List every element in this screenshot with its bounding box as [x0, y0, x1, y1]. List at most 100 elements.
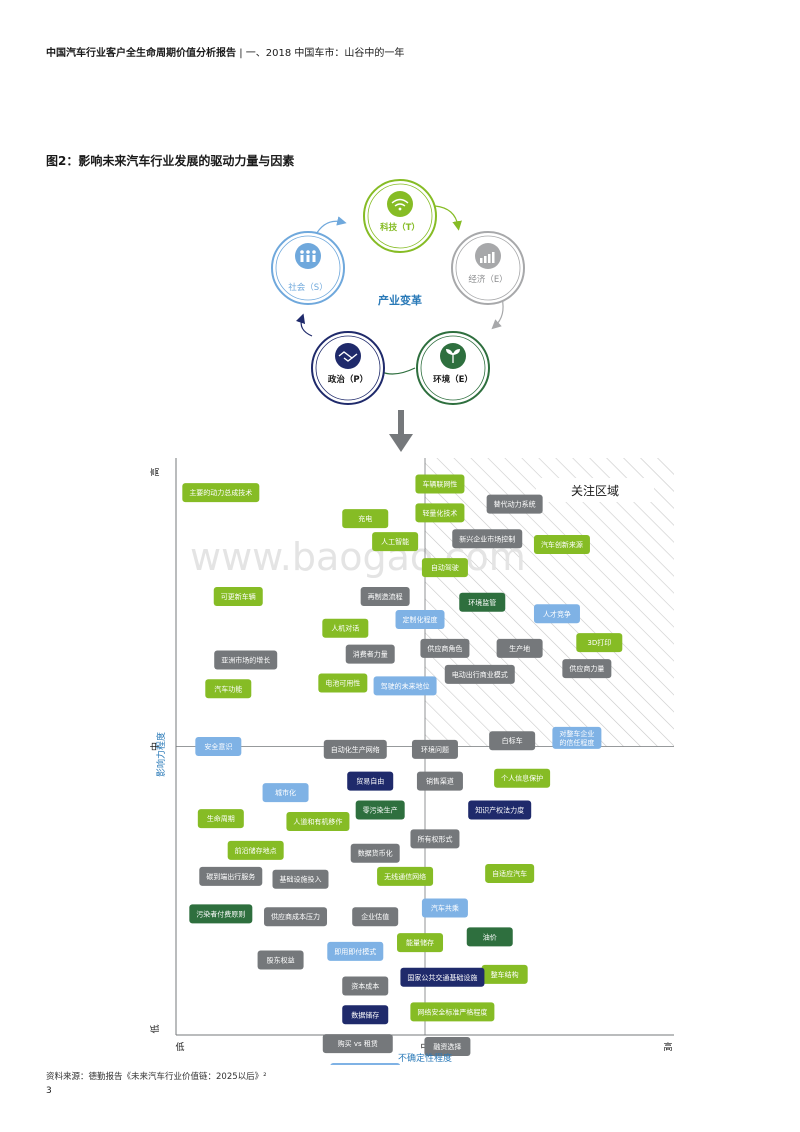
- factor-point: 替代动力系统: [486, 494, 543, 514]
- factor-box: [318, 673, 368, 693]
- factor-box: [576, 633, 623, 653]
- factor-point: 融资选择: [424, 1037, 471, 1057]
- factor-box: [481, 964, 528, 984]
- factor-label: 电池可用性: [325, 679, 360, 688]
- factor-label: 自动驾驶: [431, 563, 459, 572]
- factor-point: 人工智能: [372, 532, 419, 552]
- factor-point: 基础设施投入: [272, 869, 329, 889]
- factor-point: 油价: [466, 927, 513, 947]
- cycle-node-politics: 政治（P）: [311, 331, 385, 405]
- factor-box: [322, 618, 369, 638]
- factor-box: [342, 976, 389, 996]
- cycle-node-tech: 科技（T）: [363, 179, 437, 253]
- x-axis-label: 不确定性程度: [398, 1052, 452, 1064]
- factor-label: 车辆联网性: [422, 479, 457, 488]
- factor-label: 人工智能: [381, 537, 409, 546]
- factor-point: 能量储存: [397, 933, 444, 953]
- factor-label: 轻量化技术: [422, 508, 457, 517]
- factor-box: [468, 800, 532, 820]
- factor-box: [372, 532, 419, 552]
- factor-point: 驾驶的未来地位: [373, 676, 437, 696]
- factor-point: 定制化程度: [395, 610, 445, 630]
- factor-point: 自动驾驶: [421, 558, 468, 578]
- factor-point: 充电: [342, 509, 389, 529]
- factor-label: 主要的动力总成技术: [189, 488, 252, 497]
- factor-point: 自动化生产网络: [323, 739, 387, 759]
- source-note: 资料来源：德勤报告《未来汽车行业价值链：2025以后》²: [46, 1072, 267, 1082]
- factor-label: 股东权益: [267, 955, 295, 964]
- transition-arrow-icon: [389, 410, 413, 452]
- factor-box: [205, 679, 252, 699]
- factor-label: 个人信息保护: [501, 774, 543, 783]
- factor-point: 汽车共乘: [421, 898, 468, 918]
- factor-label: 驾驶的未来地位: [381, 681, 430, 690]
- factor-point: 供应商成本压力: [264, 907, 328, 927]
- factor-box: [444, 664, 515, 684]
- factor-point: 前沿储存地点: [227, 840, 284, 860]
- factor-box: [486, 494, 543, 514]
- factor-box: [533, 604, 580, 624]
- factor-box: [342, 1005, 389, 1025]
- factor-box: [452, 529, 523, 549]
- factor-point: 数据储存: [342, 1005, 389, 1025]
- factor-label: 整车结构: [491, 970, 519, 979]
- factor-label: 前沿储存地点: [235, 846, 277, 855]
- factor-label: 所有权形式: [417, 834, 452, 843]
- people-icon: [300, 250, 316, 262]
- factor-box: [466, 927, 513, 947]
- factor-point: 个人信息保护: [494, 768, 551, 788]
- factor-label: 无线通信网络: [384, 872, 426, 881]
- page-number: 3: [46, 1086, 52, 1096]
- factor-label: 能量储存: [406, 938, 434, 947]
- factor-label: 供应商成本压力: [271, 912, 320, 921]
- factor-point: 所有权形式: [410, 829, 460, 849]
- factor-point: 人道和有机移作: [286, 812, 350, 832]
- cycle-center-label: 产业变革: [378, 293, 422, 307]
- cycle-node-society: 社会（S）: [271, 231, 345, 305]
- factor-label: 的信任程度: [559, 738, 594, 747]
- factor-point: 无线通信网络: [377, 866, 434, 886]
- factor-point: 安全意识: [195, 737, 242, 756]
- y-tick-label: 中: [149, 742, 161, 751]
- x-tick-label: 高: [663, 1041, 672, 1053]
- cycle-label-politics: 政治（P）: [328, 374, 368, 385]
- factor-label: 替代动力系统: [494, 500, 536, 509]
- factor-box: [182, 483, 260, 503]
- factor-point: 汽车功能: [205, 679, 252, 699]
- cycle-label-society: 社会（S）: [288, 282, 327, 293]
- factor-point: 碳到端出行服务: [199, 866, 263, 886]
- factor-box: [400, 967, 485, 987]
- factor-box: [421, 558, 468, 578]
- factor-point: 即用即付模式: [327, 941, 384, 961]
- factor-box: [485, 863, 535, 883]
- factor-label: 消费者力量: [353, 650, 388, 659]
- factor-point: 城市化: [262, 783, 309, 803]
- factor-label: 3D打印: [587, 638, 611, 647]
- factor-label: 购买 vs 租赁: [338, 1039, 378, 1048]
- factor-label: 可更新车辆: [221, 592, 256, 601]
- factor-label: 环境问题: [421, 745, 449, 754]
- factor-point: 资本成本: [342, 976, 389, 996]
- factor-box: [227, 840, 284, 860]
- factor-box: [213, 586, 263, 606]
- focus-area-label: 关注区域: [571, 483, 619, 498]
- factor-label: 城市化: [275, 788, 296, 797]
- factor-box: [395, 610, 445, 630]
- wifi-icon: [391, 198, 409, 207]
- factor-box: [397, 933, 444, 953]
- factor-box: [416, 771, 463, 791]
- factor-label: 生命周期: [207, 814, 235, 823]
- factor-label: 污染者付费原则: [196, 909, 245, 918]
- factor-point: 亚洲市场的增长: [214, 650, 278, 670]
- section-title: 一、2018 中国车市：山谷中的一年: [245, 48, 405, 59]
- factor-label: 知识产权法力度: [475, 805, 524, 814]
- factor-point: 污染者付费原则: [189, 904, 253, 924]
- factor-label: 供应商角色: [427, 644, 462, 653]
- factor-label: 再制造流程: [368, 592, 403, 601]
- factor-label: 融资选择: [433, 1042, 461, 1051]
- factor-label: 碳到端出行服务: [206, 872, 255, 881]
- factor-point: 国家公共交通基础设施: [400, 967, 485, 987]
- factor-box: [262, 783, 309, 803]
- factor-point: 生产地: [496, 638, 543, 658]
